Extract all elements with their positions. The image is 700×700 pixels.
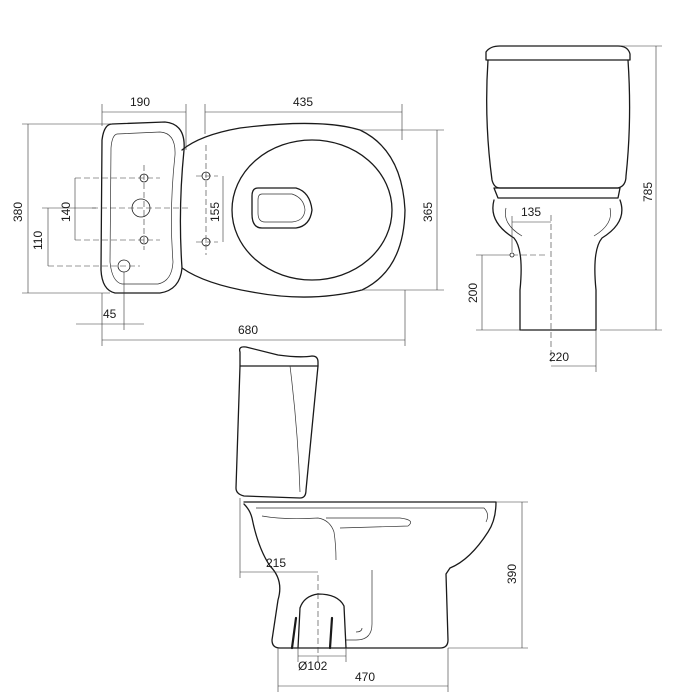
- dim-190: 190: [130, 95, 150, 109]
- bowl-plan-outline: [181, 122, 406, 298]
- dim-680: 680: [238, 323, 258, 337]
- cistern-side: [235, 365, 319, 499]
- dim-155: 155: [208, 202, 222, 222]
- dim-435: 435: [293, 95, 313, 109]
- dim-365: 365: [421, 202, 435, 222]
- dim-390: 390: [505, 564, 519, 584]
- dim-470: 470: [355, 670, 375, 684]
- bowl-outlet-inner: [257, 193, 306, 223]
- bowl-outlet-shape: [251, 187, 313, 229]
- bowl-front: [492, 199, 623, 331]
- dim-785: 785: [641, 182, 655, 202]
- bowl-side: [243, 501, 497, 649]
- cistern-front: [486, 59, 631, 189]
- dim-200: 200: [466, 283, 480, 303]
- dim-140: 140: [59, 202, 73, 222]
- dim-110: 110: [31, 231, 45, 250]
- dim-380: 380: [11, 202, 25, 222]
- cistern-plan-inner: [109, 131, 176, 285]
- dim-215: 215: [266, 556, 286, 570]
- outlet-side: [297, 593, 347, 649]
- dim-diameter-102: Ø102: [298, 659, 328, 673]
- top-view: 190 435 380 110 140 155 365 45 680: [11, 95, 444, 346]
- cistern-lid-front: [485, 45, 631, 61]
- cistern-lid-side: [238, 346, 319, 367]
- dim-135: 135: [521, 205, 541, 219]
- side-view: 215 390 Ø102 470: [235, 346, 528, 692]
- front-outlet-point: [509, 252, 515, 258]
- dim-45: 45: [103, 307, 117, 321]
- dim-220: 220: [549, 350, 569, 364]
- cistern-base-front: [493, 187, 621, 199]
- bowl-side-trap: [261, 515, 337, 561]
- bowl-front-inner: [505, 207, 523, 237]
- bowl-rim: [231, 139, 393, 281]
- front-view: 785 135 200 220: [466, 45, 662, 372]
- cistern-plan-outline: [100, 121, 185, 294]
